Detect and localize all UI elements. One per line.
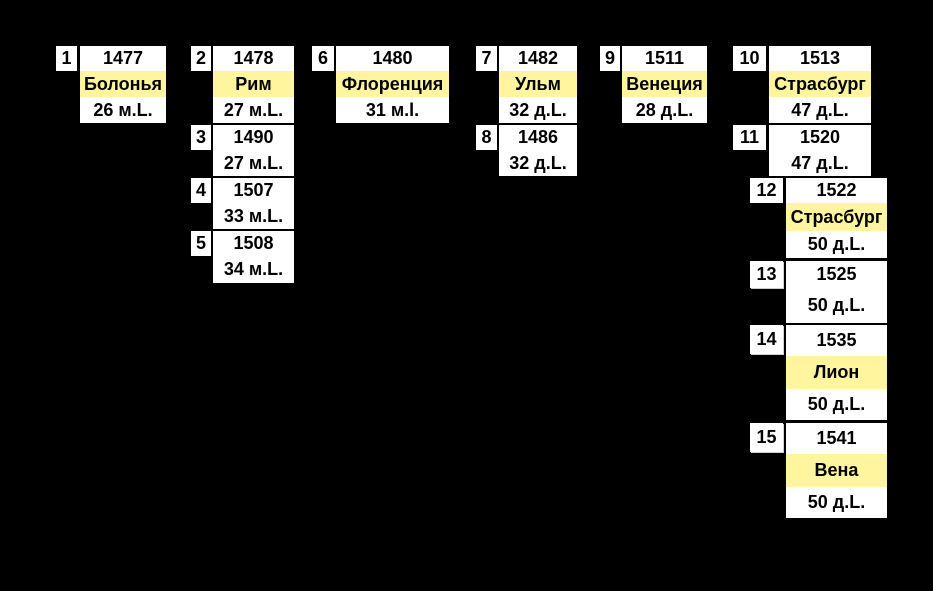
edition-city-7: Ульм	[499, 71, 577, 97]
edition-number-2: 2	[191, 46, 211, 71]
edition-size-2: 27 м.L.	[213, 97, 294, 123]
edition-size-4: 33 м.L.	[213, 203, 294, 229]
edition-size-10: 47 д.L.	[769, 97, 871, 123]
edition-size-7: 32 д.L.	[499, 97, 577, 123]
edition-year-9: 1511	[622, 46, 707, 71]
edition-year-7: 1482	[499, 46, 577, 71]
edition-year-10: 1513	[769, 46, 871, 71]
edition-number-15: 15	[750, 423, 783, 452]
edition-number-5: 5	[191, 231, 211, 256]
edition-city-14: Лион	[786, 356, 887, 389]
edition-year-4: 1507	[213, 178, 294, 203]
edition-number-14: 14	[750, 325, 783, 354]
edition-number-9: 9	[600, 46, 620, 71]
edition-city-15: Вена	[786, 454, 887, 487]
edition-size-3: 27 м.L.	[213, 150, 294, 176]
edition-city-10: Страсбург	[769, 71, 871, 97]
edition-city-9: Венеция	[622, 71, 707, 97]
edition-year-15: 1541	[786, 423, 887, 454]
edition-size-8: 32 д.L.	[499, 150, 577, 176]
edition-year-13: 1525	[786, 261, 887, 288]
edition-size-9: 28 д.L.	[622, 97, 707, 123]
edition-size-5: 34 м.L.	[213, 256, 294, 283]
edition-number-4: 4	[191, 178, 211, 203]
edition-number-7: 7	[476, 46, 497, 71]
edition-number-6: 6	[312, 46, 334, 71]
edition-size-14: 50 д.L.	[786, 389, 887, 420]
edition-number-12: 12	[750, 178, 783, 203]
edition-size-15: 50 д.L.	[786, 487, 887, 518]
edition-year-6: 1480	[336, 46, 449, 71]
edition-size-11: 47 д.L.	[769, 150, 871, 176]
edition-number-10: 10	[733, 46, 766, 71]
edition-year-3: 1490	[213, 125, 294, 150]
edition-number-1: 1	[56, 46, 77, 71]
edition-year-5: 1508	[213, 231, 294, 256]
edition-size-1: 26 м.L.	[80, 97, 166, 123]
edition-number-11: 11	[733, 125, 766, 150]
edition-year-11: 1520	[769, 125, 871, 150]
edition-size-12: 50 д.L.	[786, 231, 887, 258]
edition-year-8: 1486	[499, 125, 577, 150]
edition-size-6: 31 м.l.	[336, 97, 449, 123]
edition-number-8: 8	[476, 125, 497, 150]
edition-city-6: Флоренция	[336, 71, 449, 97]
edition-year-14: 1535	[786, 325, 887, 356]
edition-city-12: Страсбург	[786, 203, 887, 231]
edition-city-1: Болонья	[80, 71, 166, 97]
edition-year-1: 1477	[80, 46, 166, 71]
edition-city-2: Рим	[213, 71, 294, 97]
edition-year-2: 1478	[213, 46, 294, 71]
edition-number-13: 13	[750, 261, 783, 288]
edition-size-13: 50 д.L.	[786, 288, 887, 323]
edition-number-3: 3	[191, 125, 211, 150]
edition-year-12: 1522	[786, 178, 887, 203]
